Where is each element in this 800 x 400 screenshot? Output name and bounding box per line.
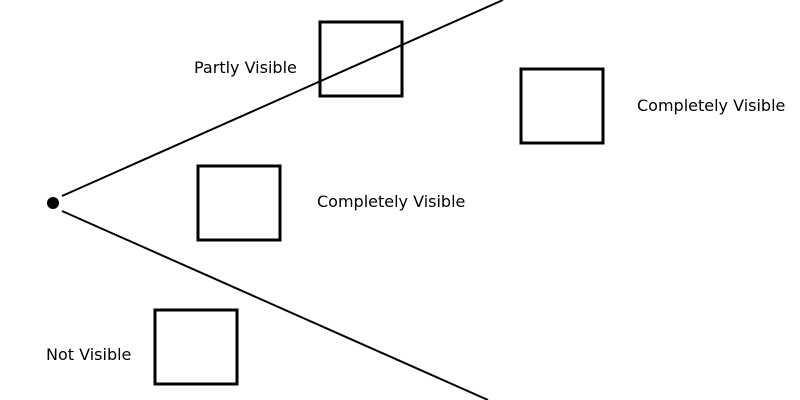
viewer-point [47,197,59,209]
completely-visible-label-far: Completely Visible [637,96,785,115]
not-visible-label: Not Visible [46,345,131,364]
partly-visible-box [318,20,404,98]
upper-view-ray [61,0,504,197]
completely-visible-label-near: Completely Visible [317,192,465,211]
completely-visible-box-far [519,67,605,145]
lower-view-ray [61,210,489,400]
partly-visible-label: Partly Visible [194,58,297,77]
not-visible-box [153,308,239,386]
completely-visible-box-near [196,164,282,242]
